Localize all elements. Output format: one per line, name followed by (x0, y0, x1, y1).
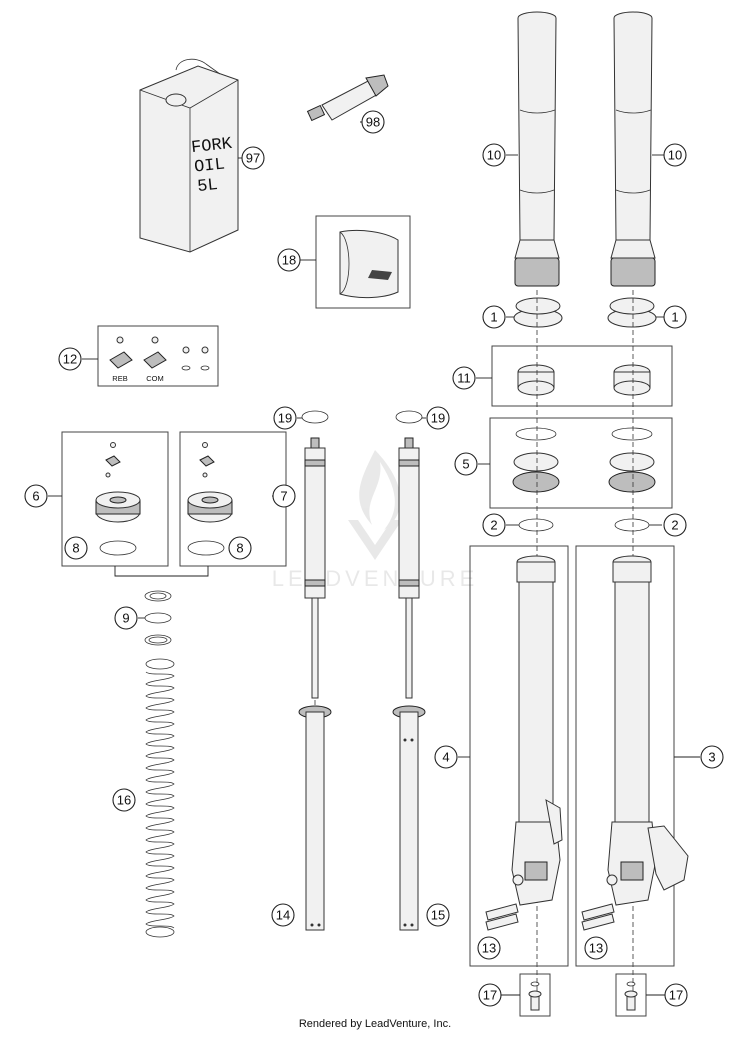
callout-14: 14 (271, 903, 295, 927)
svg-text:8: 8 (236, 541, 243, 556)
adjuster-parts: REB COM (109, 336, 210, 383)
bushing-pair (517, 364, 651, 396)
svg-text:19: 19 (278, 411, 292, 426)
inner-tube-left-box (469, 545, 569, 967)
svg-text:1: 1 (671, 310, 678, 325)
spacer-washers (144, 590, 172, 646)
reb-label: REB (112, 374, 127, 383)
svg-text:11: 11 (457, 371, 471, 386)
svg-text:98: 98 (366, 115, 380, 130)
callout-15: 15 (426, 903, 450, 927)
dust-seal-left (513, 297, 563, 328)
callout-3: 3 (700, 745, 724, 769)
watermark-logo: LEADVENTURE (272, 450, 479, 591)
adjuster-box (97, 325, 219, 387)
svg-text:15: 15 (431, 908, 445, 923)
svg-text:17: 17 (669, 988, 683, 1003)
outer-tube-left (514, 11, 560, 287)
cartridge-left (298, 410, 332, 931)
com-label: COM (146, 374, 164, 383)
oil-can-text-oil: OIL (193, 155, 225, 177)
oring-left (518, 518, 554, 532)
bleed-screws (528, 981, 638, 1011)
callout-1-left: 1 (482, 305, 506, 329)
callout-7: 7 (272, 484, 296, 508)
svg-text:14: 14 (276, 908, 290, 923)
oil-can-text-volume: 5L (196, 176, 218, 197)
inner-tube-right-box (575, 545, 675, 967)
rebound-cap-parts (95, 442, 141, 556)
callout-10-left: 10 (482, 143, 506, 167)
seal-kit (512, 427, 656, 493)
svg-text:13: 13 (589, 941, 603, 956)
render-credit: Rendered by LeadVenture, Inc. (298, 1018, 452, 1030)
callout-11: 11 (452, 366, 476, 390)
callout-9: 9 (114, 606, 138, 630)
callout-13-left: 13 (477, 936, 501, 960)
callout-17-left: 17 (478, 983, 502, 1007)
callout-10-right: 10 (663, 143, 687, 167)
svg-text:8: 8 (72, 541, 79, 556)
callout-98: 98 (361, 110, 385, 134)
svg-text:97: 97 (246, 151, 260, 166)
compression-cap-parts (187, 442, 233, 556)
svg-text:5: 5 (462, 457, 469, 472)
fork-oil-can: FORK OIL 5L (139, 58, 239, 253)
callout-16: 16 (112, 788, 136, 812)
svg-text:2: 2 (671, 518, 678, 533)
svg-text:4: 4 (442, 750, 449, 765)
callout-12: 12 (58, 347, 82, 371)
callout-6: 6 (24, 484, 48, 508)
svg-text:18: 18 (282, 253, 296, 268)
svg-text:1: 1 (490, 310, 497, 325)
svg-text:10: 10 (487, 148, 501, 163)
svg-text:13: 13 (482, 941, 496, 956)
callout-2-right: 2 (663, 513, 687, 537)
callout-5: 5 (454, 452, 478, 476)
mounting-clamp (339, 229, 399, 299)
oil-can-text-fork: FORK (190, 135, 233, 158)
cartridge-right (392, 410, 426, 931)
svg-text:19: 19 (431, 411, 445, 426)
outer-tube-right (610, 11, 656, 287)
callout-8-left: 8 (64, 536, 88, 560)
svg-text:12: 12 (63, 352, 77, 367)
svg-text:9: 9 (122, 611, 129, 626)
callout-2-left: 2 (482, 513, 506, 537)
callout-4: 4 (434, 745, 458, 769)
svg-text:3: 3 (708, 750, 715, 765)
bushing-box (491, 345, 673, 407)
callout-18: 18 (277, 248, 301, 272)
callout-1-right: 1 (663, 305, 687, 329)
dust-seal-right (607, 297, 657, 328)
svg-text:2: 2 (490, 518, 497, 533)
grease-tube (306, 74, 389, 122)
callout-13-right: 13 (584, 936, 608, 960)
svg-text:10: 10 (668, 148, 682, 163)
seal-kit-box (489, 417, 673, 509)
watermark-text: LEADVENTURE (272, 566, 479, 591)
svg-text:17: 17 (483, 988, 497, 1003)
leader-lines (48, 121, 700, 758)
fork-spring (145, 658, 175, 938)
inner-tube-left (485, 555, 563, 931)
callout-19-right: 19 (426, 406, 450, 430)
svg-text:7: 7 (280, 489, 287, 504)
callout-8-right: 8 (228, 536, 252, 560)
inner-tube-right (581, 555, 689, 931)
callout-97: 97 (241, 146, 265, 170)
clamp-box (315, 215, 411, 309)
svg-text:6: 6 (32, 489, 39, 504)
oring-right (614, 518, 650, 532)
callout-17-right: 17 (664, 983, 688, 1007)
callout-19-left: 19 (273, 406, 297, 430)
svg-text:16: 16 (117, 793, 131, 808)
